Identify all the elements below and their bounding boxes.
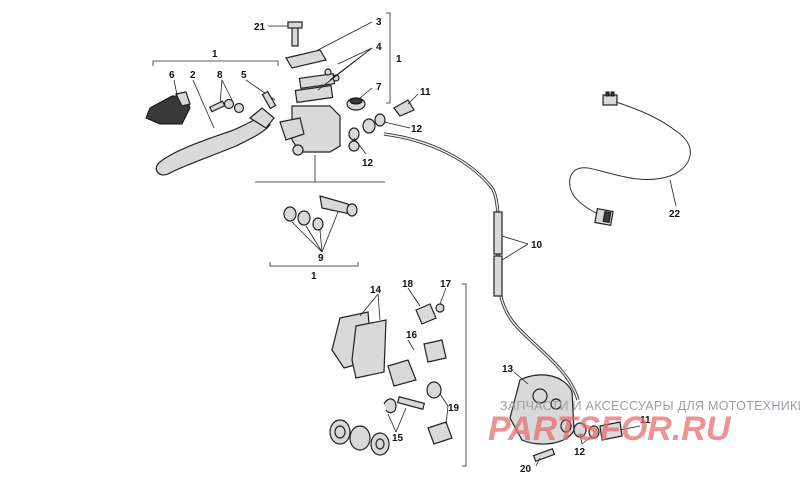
label-22: 22 xyxy=(669,209,681,220)
bleeder-parts xyxy=(407,287,447,325)
label-15: 15 xyxy=(392,433,404,444)
label-3: 3 xyxy=(376,17,382,28)
banjo-fittings-top xyxy=(348,99,415,141)
lever-bracket-part-6 xyxy=(145,91,191,125)
group-1-top-brace: 1 xyxy=(152,49,279,66)
pad-spring-part-16 xyxy=(387,339,417,387)
label-8: 8 xyxy=(217,70,223,81)
label-9: 9 xyxy=(318,253,324,264)
label-10: 10 xyxy=(531,240,543,251)
bolt-washers-part-8 xyxy=(209,98,245,114)
label-19: 19 xyxy=(448,403,460,414)
label-11-bottom: 11 xyxy=(640,415,651,426)
watermark-logo: ЗАПЧАСТИ И АКСЕССУАРЫ ДЛЯ МОТОТЕХНИКИ PA… xyxy=(488,399,800,448)
caliper-body-part-13 xyxy=(509,371,575,445)
label-6: 6 xyxy=(169,70,175,81)
label-14: 14 xyxy=(370,285,382,296)
label-12-bottom: 12 xyxy=(574,447,586,458)
label-18: 18 xyxy=(402,279,414,290)
caliper-pistons xyxy=(329,419,390,456)
label-2: 2 xyxy=(190,70,196,81)
caliper-bracket xyxy=(462,283,467,467)
brake-hose-part-10 xyxy=(383,132,580,401)
watermark-brand: PARTSFOR.RU xyxy=(488,410,732,448)
label-12-mid: 12 xyxy=(362,158,374,169)
leader-lines-master xyxy=(268,21,373,99)
seal-part-19 xyxy=(426,381,453,445)
label-4: 4 xyxy=(376,42,382,53)
label-12-top: 12 xyxy=(411,124,423,135)
leader-12-mid xyxy=(353,137,367,155)
group-1-bottom-brace: 1 xyxy=(255,155,385,282)
watermark-tagline: ЗАПЧАСТИ И АКСЕССУАРЫ ДЛЯ МОТОТЕХНИКИ xyxy=(500,399,800,413)
label-20: 20 xyxy=(520,464,532,475)
cap-part-7 xyxy=(346,97,366,111)
leader-11-top xyxy=(407,93,419,105)
label-5: 5 xyxy=(241,70,247,81)
master-cylinder xyxy=(279,21,360,156)
brake-lever xyxy=(155,107,275,176)
label-1-right: 1 xyxy=(396,54,402,65)
pin-part-5 xyxy=(261,90,277,110)
piston-kit-part-9 xyxy=(283,195,358,253)
label-7: 7 xyxy=(376,82,382,93)
label-16: 16 xyxy=(406,330,418,341)
pin-part-15 xyxy=(383,396,426,433)
label-11-top: 11 xyxy=(420,87,431,98)
label-1-top: 1 xyxy=(212,49,218,60)
label-13: 13 xyxy=(502,364,514,375)
label-21: 21 xyxy=(254,22,266,33)
label-17: 17 xyxy=(440,279,452,290)
banjo-fittings-bottom xyxy=(532,419,641,467)
sensor-cable-part-22 xyxy=(569,91,691,226)
leader-10 xyxy=(501,235,529,261)
pad-clip xyxy=(423,339,447,363)
group-1-right-brace: 1 xyxy=(386,12,402,104)
brake-pads-part-14 xyxy=(331,293,387,379)
leader-12-top xyxy=(383,121,411,129)
label-1-bottom: 1 xyxy=(311,271,317,282)
